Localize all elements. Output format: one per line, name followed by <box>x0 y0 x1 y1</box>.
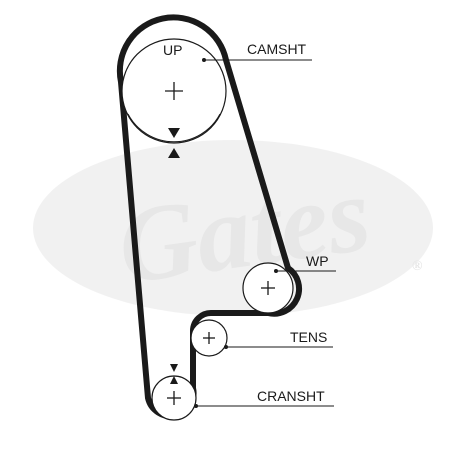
crankshaft-leader-dot <box>194 404 198 408</box>
tensioner-leader-dot <box>224 345 228 349</box>
leader-lines <box>194 58 336 408</box>
up-label: UP <box>163 42 182 58</box>
crankshaft-label: CRANSHT <box>257 388 325 404</box>
camshaft-label: CAMSHT <box>247 41 307 57</box>
gates-watermark: Gates ® <box>33 140 433 316</box>
watermark-ellipse <box>33 140 433 316</box>
water-pump-label: WP <box>306 253 329 269</box>
triangle-pair-icon <box>168 128 180 158</box>
crankshaft-pulley <box>151 364 197 421</box>
plus-icon <box>203 332 215 344</box>
plus-icon <box>167 391 181 405</box>
tensioner-pulley <box>190 319 228 357</box>
water-pump-pulley <box>242 262 294 314</box>
camshaft-leader-dot <box>202 58 206 62</box>
camshaft-pulley <box>121 38 227 158</box>
camshaft-pulley-hub-arc <box>127 113 221 143</box>
plus-icon <box>165 82 183 100</box>
triangle-pair-icon <box>170 364 178 384</box>
watermark-registered-mark: ® <box>412 259 423 274</box>
tensioner-label: TENS <box>290 329 327 345</box>
water-pump-leader-dot <box>274 269 278 273</box>
plus-icon <box>261 281 275 295</box>
